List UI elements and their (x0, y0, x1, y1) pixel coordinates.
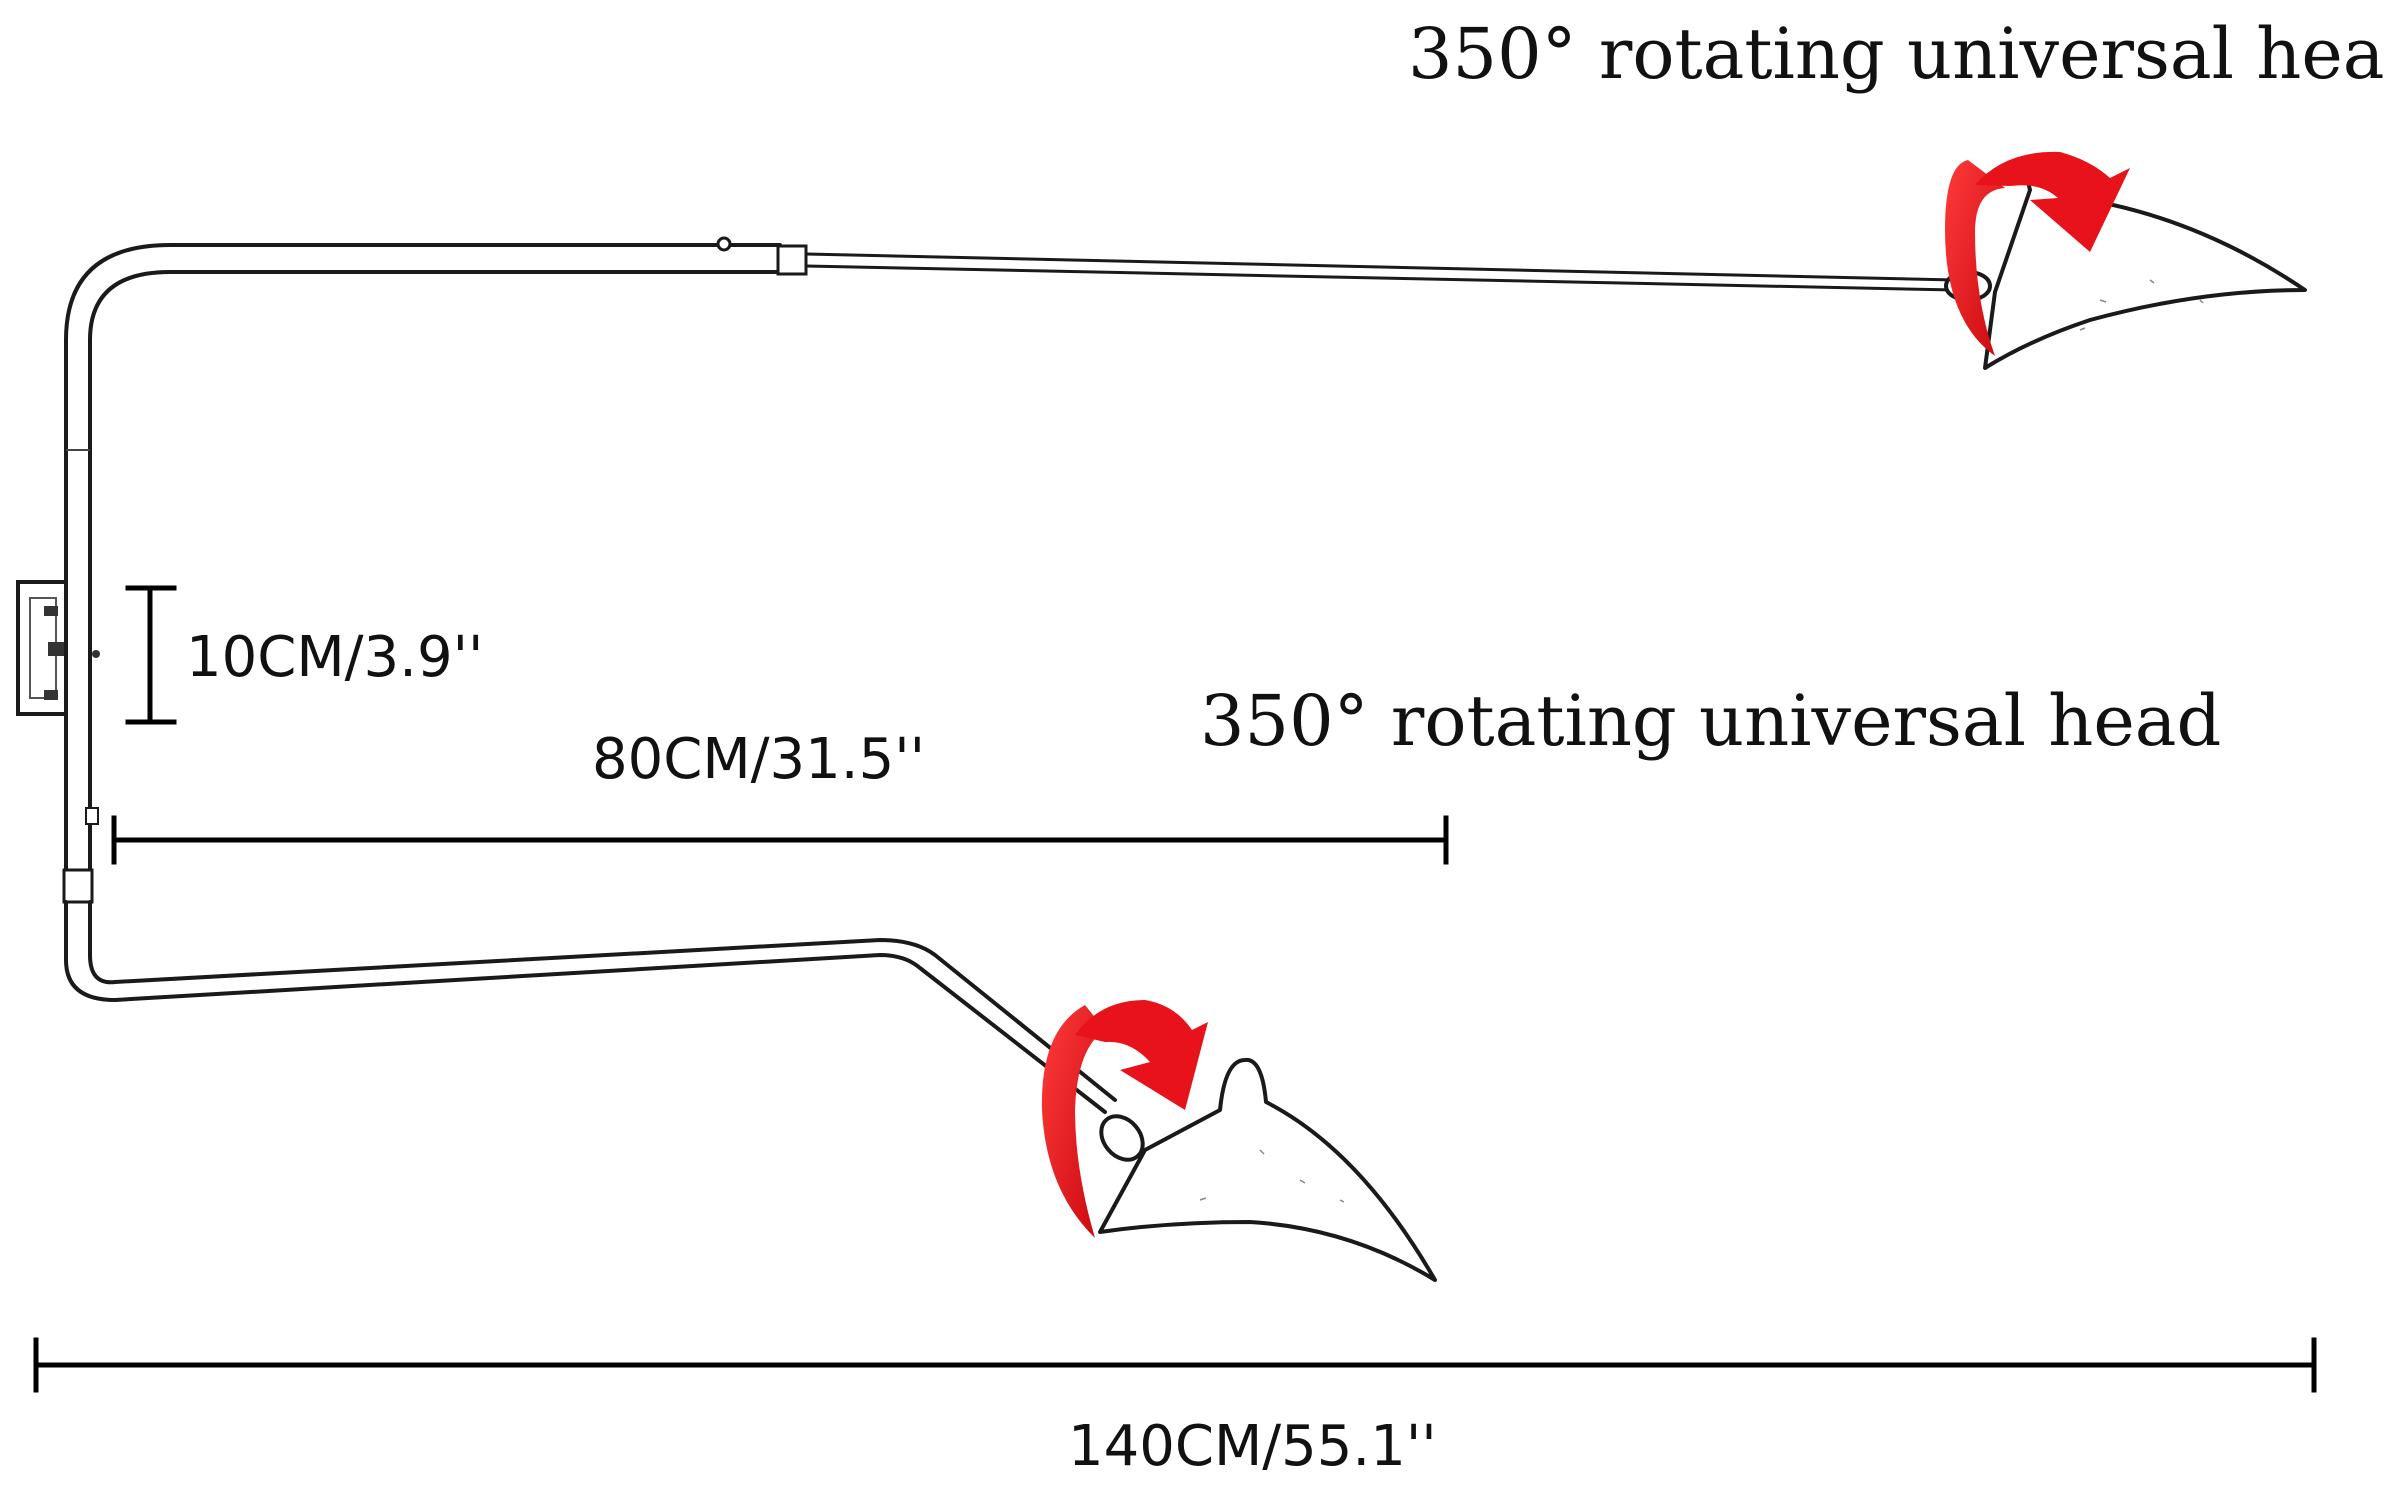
plate-height-dimension (125, 585, 177, 725)
lower-head-label: 350° rotating universal head (1200, 680, 2221, 762)
lower-lamp-shade (1098, 1057, 1437, 1282)
total-span-dimension (33, 1337, 2317, 1393)
wall-mount-plate (16, 580, 100, 716)
short-arm-label: 80CM/31.5'' (592, 727, 925, 792)
upper-lamp-shade (1983, 166, 2307, 370)
short-arm-dimension (111, 815, 1449, 865)
vertical-pole (62, 338, 99, 904)
lower-rotation-arrow-icon (1041, 1000, 1208, 1238)
lower-arm (64, 900, 1145, 1162)
upper-arm (64, 236, 1992, 342)
upper-rotation-arrow-icon (1945, 151, 2130, 356)
total-span-label: 140CM/55.1'' (1068, 1414, 1437, 1479)
plate-height-label: 10CM/3.9'' (186, 625, 483, 690)
upper-head-label: 350° rotating universal head (1408, 13, 2384, 95)
